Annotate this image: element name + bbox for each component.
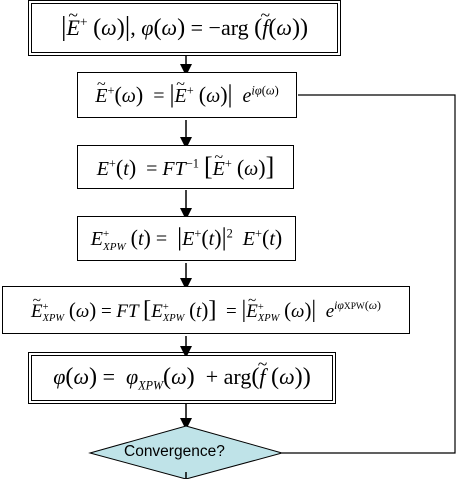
decision-label: Convergence?	[124, 443, 225, 460]
feedback-loop-line	[282, 94, 456, 454]
step1-formula: |E+ (ω)|, φ(ω) = −arg (f(ω))	[61, 12, 308, 42]
step4-formula: E+XPW (t) = |E+(t)|2 E+(t)	[90, 223, 283, 253]
step2-formula: E+(ω) = |E+ (ω)| eiφ(ω)	[95, 82, 279, 108]
step3-formula: E+(t) = FT−1 [E+ (ω)]	[97, 152, 275, 182]
step3-box: E+(t) = FT−1 [E+ (ω)]	[77, 145, 294, 189]
step5-box: E+XPW (ω) = FT [E+XPW (t)] = |E+XPW (ω)|…	[2, 286, 410, 334]
step6-box: φ(ω) = φXPW(ω) + arg(f (ω))	[28, 352, 336, 404]
step2-box: E+(ω) = |E+ (ω)| eiφ(ω)	[77, 72, 297, 118]
step6-formula: φ(ω) = φXPW(ω) + arg(f (ω))	[53, 363, 311, 393]
step5-formula: E+XPW (ω) = FT [E+XPW (t)] = |E+XPW (ω)|…	[31, 296, 381, 325]
step1-box: |E+ (ω)|, φ(ω) = −arg (f(ω))	[28, 0, 341, 56]
step4-box: E+XPW (t) = |E+(t)|2 E+(t)	[77, 216, 296, 261]
decision-diamond	[88, 425, 284, 479]
